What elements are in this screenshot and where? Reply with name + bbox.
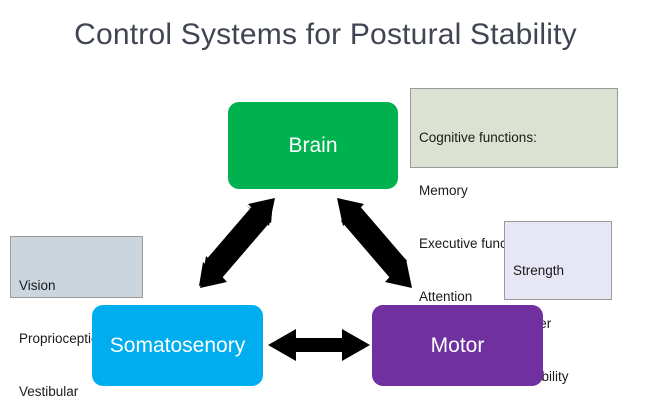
node-somatosensory[interactable]: Somatosenory <box>92 305 263 386</box>
node-brain[interactable]: Brain <box>228 102 398 189</box>
annotation-line: Cognitive functions: <box>419 130 537 146</box>
annotation-line: Strength <box>513 263 565 279</box>
annotation-motor-qualities: Strength Power Flexibility Endurance <box>504 221 612 384</box>
node-motor-label: Motor <box>430 333 485 357</box>
annotation-line: Proprioception <box>19 330 107 346</box>
node-brain-label: Brain <box>288 133 338 157</box>
annotation-line: Memory <box>419 182 468 198</box>
node-somatosensory-label: Somatosenory <box>109 333 246 357</box>
annotation-line: Vestibular <box>19 383 79 399</box>
connector-brain-motor-double-arrow <box>337 198 412 288</box>
annotation-line: Attention <box>419 288 473 304</box>
annotation-line: Vision <box>19 278 56 294</box>
node-motor[interactable]: Motor <box>372 305 543 386</box>
page-title: Control Systems for Postural Stability <box>74 18 577 51</box>
annotation-sensory-inputs: Vision Proprioception Vestibular <box>10 236 143 399</box>
connector-somatosensory-brain-double-arrow <box>199 198 275 288</box>
connector-somatosensory-motor-double-arrow <box>268 329 370 361</box>
annotation-cognitive-functions: Cognitive functions: Memory Executive fu… <box>410 88 618 304</box>
